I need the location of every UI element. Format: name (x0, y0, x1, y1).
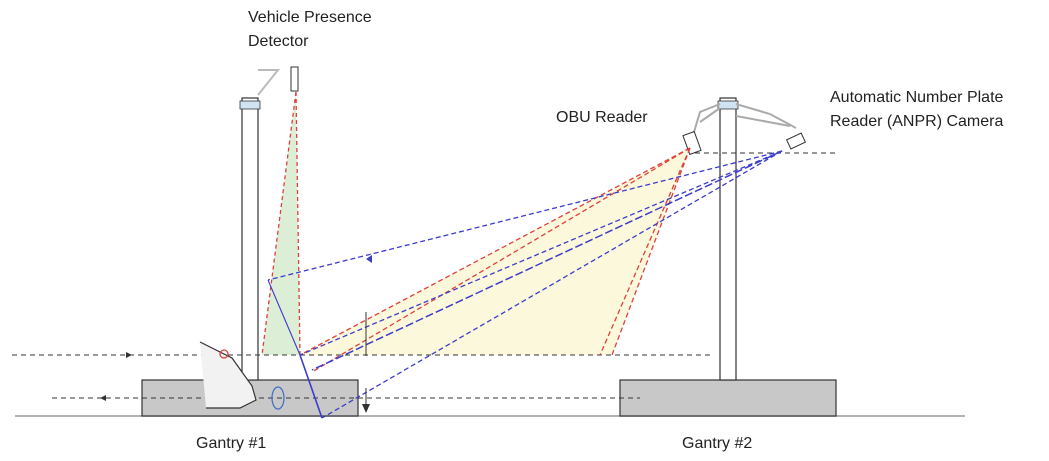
gantry-1-pole-clamp (239, 100, 261, 110)
anpr-return-line-2 (299, 354, 323, 419)
obu-reader-label: OBU Reader (556, 109, 648, 126)
gantry-2-mount-arms (693, 103, 797, 133)
obu-reader-device (682, 130, 702, 156)
vehicle-presence-detector-label-line-1: Vehicle Presence (248, 9, 372, 26)
obu-beam-4 (611, 147, 691, 356)
anpr-camera-label-line-2: Reader (ANPR) Camera (830, 113, 1004, 130)
detector-beam-left (261, 91, 297, 356)
vehicle-detail-mark (219, 349, 229, 359)
anpr-beam-mid (299, 150, 783, 356)
detector-mount-arm (257, 69, 281, 96)
anpr-camera-label: Automatic Number Plate Reader (ANPR) Cam… (830, 86, 1003, 134)
detector-beam-right (295, 91, 301, 356)
gantry-2-label: Gantry #2 (682, 435, 753, 452)
anpr-beam-bottom (321, 150, 783, 419)
anpr-camera-device (785, 132, 807, 150)
anpr-beam-top (267, 150, 783, 281)
vehicle-presence-detector-label-line-2: Detector (248, 33, 309, 50)
obu-beam-2 (311, 147, 691, 373)
vehicle-wheel (271, 386, 285, 410)
gantry-2-pole (719, 97, 737, 381)
anpr-beam-arrow (366, 255, 372, 263)
lane-arrow-1 (126, 352, 132, 358)
height-marker-arrow (362, 404, 370, 413)
anpr-beam-low (311, 150, 783, 371)
vehicle-presence-detector-device (290, 66, 299, 92)
obu-beam-3 (599, 147, 691, 356)
gantry-2-pole-clamp (717, 100, 739, 110)
gantry-1-pole (241, 97, 259, 381)
vehicle-silhouette (199, 341, 257, 409)
gantry-2-foundation (619, 379, 837, 417)
gantry-1-label: Gantry #1 (196, 435, 267, 452)
lane-arrow-2 (100, 395, 106, 401)
vehicle-presence-detector-label: Vehicle Presence Detector (248, 6, 372, 54)
anpr-camera-label-line-1: Automatic Number Plate (830, 89, 1004, 106)
obu-beam-1 (299, 147, 691, 356)
anpr-return-line (267, 279, 301, 356)
